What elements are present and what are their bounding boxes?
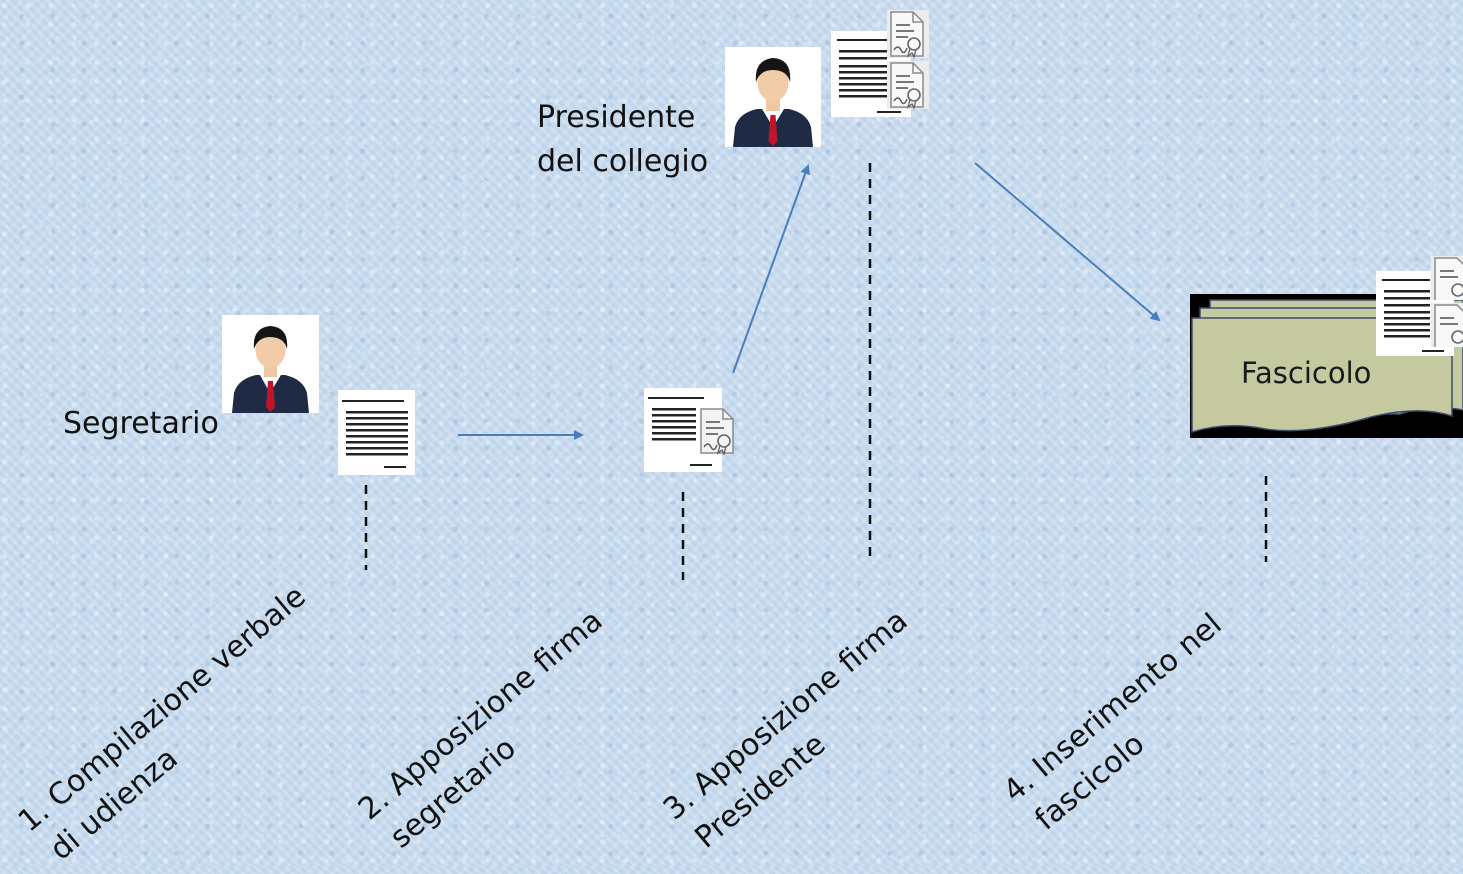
presidente-label-line2: del collegio: [537, 144, 709, 179]
segretario-label: Segretario: [63, 406, 219, 441]
fascicolo-label: Fascicolo: [1241, 356, 1372, 390]
verbale-document-icon: [338, 390, 415, 475]
arrow-firma-to-presidente: [732, 164, 810, 374]
signature-badge-icon-bottom: [887, 61, 929, 111]
presidente-person-icon: [725, 47, 821, 147]
segretario-person-icon: [222, 315, 319, 413]
signature-badge-icon: [697, 407, 739, 457]
signature-badge-icon-top: [887, 10, 929, 60]
presidente-label-line1: Presidente: [537, 100, 696, 135]
archived-signature-badge-icon-bottom: [1431, 303, 1463, 347]
arrow-presidente-to-fascicolo: [974, 162, 1161, 322]
archived-signature-badge-icon-top: [1431, 256, 1463, 300]
